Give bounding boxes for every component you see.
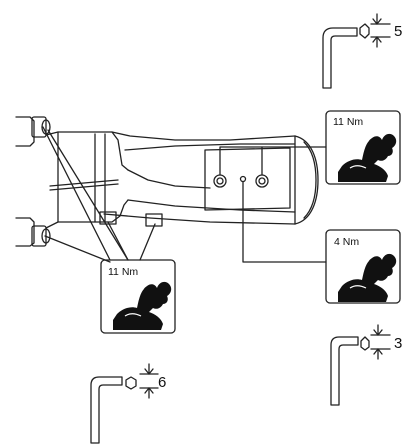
leader-lines	[42, 126, 327, 263]
stem-drawing	[15, 116, 319, 247]
hex-size-label-5: 5	[394, 23, 402, 40]
flexed-arm-icon	[112, 281, 172, 331]
hex-key-icon	[90, 363, 159, 444]
torque-label-front-face: 11 Nm	[333, 116, 363, 128]
flexed-arm-icon	[337, 133, 397, 183]
hex-size-label-3: 3	[394, 335, 402, 352]
torque-box-upper-bolts	[100, 259, 176, 334]
hex-size-label-6: 6	[158, 374, 166, 391]
torque-box-front-face	[325, 110, 401, 185]
torque-label-upper-bolts: 11 Nm	[108, 266, 138, 278]
hex-key-icon	[322, 13, 391, 89]
torque-label-front-center: 4 Nm	[334, 236, 359, 248]
torque-box-front-center	[325, 229, 401, 304]
hex-key-icon	[330, 324, 391, 406]
flexed-arm-icon	[337, 253, 397, 303]
